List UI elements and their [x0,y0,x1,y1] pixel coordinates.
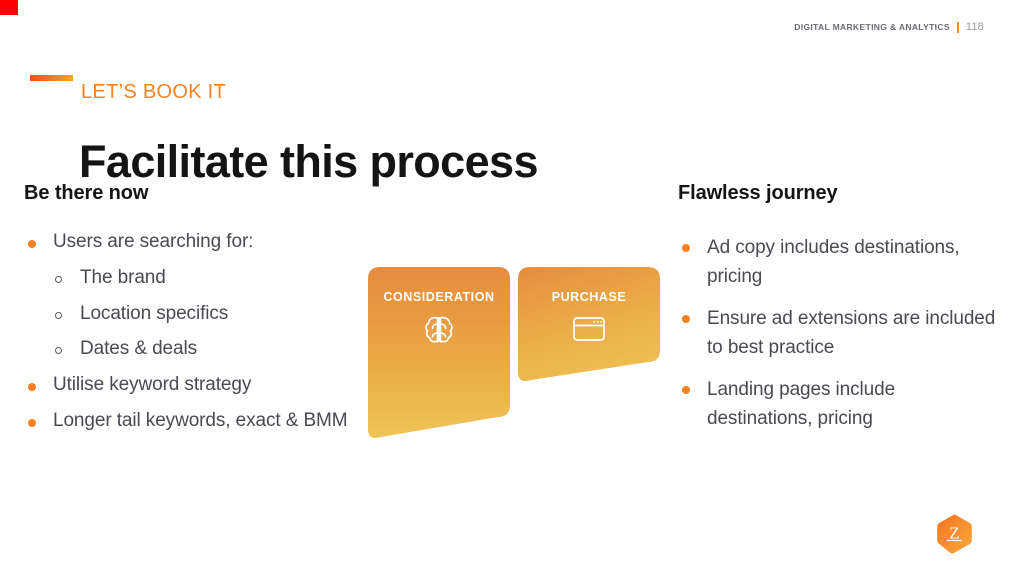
list-item-label: The brand [80,266,166,288]
list-item: Dates & deals [24,338,354,361]
list-item: Landing pages include destinations, pric… [678,375,998,434]
right-column-heading: Flawless journey [678,182,838,204]
bullet-ring-icon [55,347,62,355]
list-item-label: Ensure ad extensions are included to bes… [707,307,996,359]
list-item-label: Landing pages include destinations, pric… [707,378,896,430]
list-item-label: Utilise keyword strategy [53,374,252,396]
list-item: Longer tail keywords, exact & BMM [24,410,354,433]
funnel-diagram: CONSIDERATION PURCHASE [355,255,675,450]
breadcrumb-separator [956,21,959,33]
list-item-label: Users are searching for: [53,231,254,252]
logo-letter: Z [949,524,959,543]
bullet-ring-icon [55,311,62,319]
slide-eyebrow: LET’S BOOK IT [81,81,227,103]
list-item: Ad copy includes destinations, pricing [678,233,998,292]
left-column: Be there now Users are searching for: Th… [24,182,354,446]
list-item-label: Location specifics [80,302,229,324]
right-column-list: Ad copy includes destinations, pricing E… [678,233,998,434]
list-item-label: Ad copy includes destinations, pricing [707,237,960,288]
list-item-label: Dates & deals [80,338,197,360]
list-item: Location specifics [24,303,354,326]
list-item: Utilise keyword strategy [24,374,354,397]
breadcrumb: DIGITAL MARKETING & ANALYTICS [794,22,950,32]
bullet-dot-icon [682,385,690,394]
page-number: 118 [965,21,984,33]
list-item: Ensure ad extensions are included to bes… [678,304,998,363]
funnel-stage-consideration: CONSIDERATION [368,267,510,438]
bullet-dot-icon [28,240,36,248]
browser-window-icon [573,317,605,341]
slide-header-meta: DIGITAL MARKETING & ANALYTICS 118 [794,21,984,33]
list-item: The brand [24,267,354,290]
funnel-stage-label: CONSIDERATION [383,290,494,304]
funnel-stage-label: PURCHASE [552,290,627,304]
list-item: Users are searching for: [24,231,354,254]
bullet-dot-icon [682,244,690,252]
bullet-dot-icon [682,314,690,323]
page-title: Facilitate this process [79,136,538,188]
list-item-label: Longer tail keywords, exact & BMM [53,409,348,431]
bullet-dot-icon [28,418,36,427]
right-column: Flawless journey Ad copy includes destin… [678,182,998,446]
brand-logo: Z [936,513,973,554]
brain-icon [425,316,453,343]
funnel-stage-purchase: PURCHASE [518,267,660,381]
corner-marker [0,0,18,15]
bullet-ring-icon [55,275,62,283]
left-column-list: Users are searching for: The brand Locat… [24,231,354,433]
bullet-dot-icon [28,383,36,392]
title-accent-bar [30,75,73,81]
left-column-heading: Be there now [24,182,149,204]
